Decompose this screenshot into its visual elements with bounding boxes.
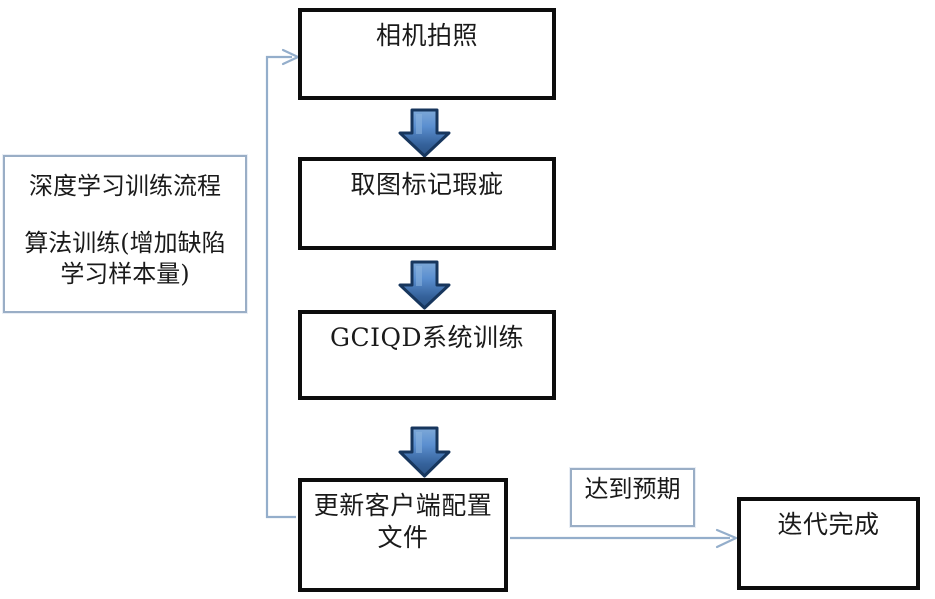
- iteration-complete[interactable]: 迭代完成: [737, 497, 920, 590]
- block-arrow-down-icon-1: [398, 108, 451, 158]
- expectation-met-text: 达到预期: [584, 475, 681, 503]
- result-arrow-icon: [510, 528, 738, 549]
- step-update-client-config-label: 更新客户端配置 文件: [313, 491, 493, 552]
- note-line-1: 深度学习训练流程: [29, 172, 221, 200]
- step-mark-defects[interactable]: 取图标记瑕疵: [298, 157, 556, 250]
- block-arrow-down-icon-2: [398, 260, 451, 310]
- deep-learning-training-process-note: 深度学习训练流程 算法训练(增加缺陷 学习样本量): [3, 155, 247, 313]
- step-mark-defects-label: 取图标记瑕疵: [350, 170, 504, 199]
- iteration-complete-label: 迭代完成: [777, 510, 880, 539]
- block-arrow-down-icon-3: [398, 426, 451, 478]
- note-line-2: 算法训练(增加缺陷 学习样本量): [24, 229, 226, 289]
- step-gciqd-training[interactable]: GCIQD系统训练: [298, 310, 556, 400]
- step-camera-capture-label: 相机拍照: [375, 21, 478, 50]
- feedback-loop-arrow-icon: [265, 48, 300, 519]
- step-update-client-config[interactable]: 更新客户端配置 文件: [298, 478, 508, 592]
- step-gciqd-training-label: GCIQD系统训练: [329, 323, 524, 352]
- step-camera-capture[interactable]: 相机拍照: [298, 8, 556, 100]
- expectation-met-label: 达到预期: [570, 468, 695, 527]
